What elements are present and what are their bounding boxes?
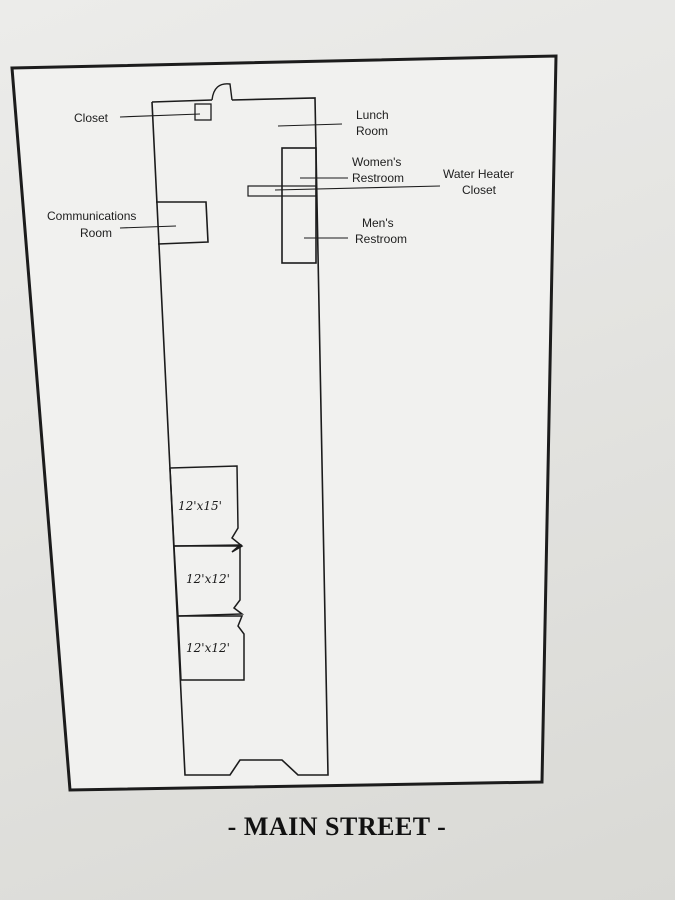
- mens-restroom-label-1: Men's: [362, 216, 394, 230]
- building-outer-wall: [151, 97, 329, 776]
- mens-restroom-label-2: Restroom: [355, 232, 407, 246]
- lunch-room-label-2: Room: [356, 124, 388, 138]
- top-wall: [151, 99, 213, 103]
- closet-leader: [119, 113, 201, 118]
- lunch-room-leader: [277, 123, 343, 127]
- water-heater-leader: [274, 185, 441, 191]
- communications-label-2: Room: [80, 226, 112, 240]
- restroom-block: [281, 147, 317, 264]
- water-heater-closet: [247, 185, 317, 197]
- womens-restroom-label-1: Women's: [352, 155, 401, 169]
- office-2-dimension: 12'x12': [186, 572, 230, 586]
- office-3-dimension: 12'x12': [186, 641, 230, 655]
- office-1-dimension: 12'x15': [178, 499, 222, 513]
- water-heater-label-2: Closet: [462, 183, 497, 197]
- womens-restroom-label-2: Restroom: [352, 171, 404, 185]
- communications-label-1: Communications: [47, 209, 136, 223]
- closet-label: Closet: [74, 111, 109, 125]
- street-label: - MAIN STREET -: [228, 812, 447, 841]
- paper-sheet: [10, 54, 558, 792]
- water-heater-label-1: Water Heater: [443, 167, 514, 181]
- communications-room: [156, 201, 209, 245]
- closet-room: [194, 103, 212, 121]
- door-arc: [211, 83, 233, 101]
- communications-leader: [119, 225, 177, 229]
- office-room-3: [177, 615, 245, 681]
- lunch-room-label-1: Lunch: [356, 108, 389, 122]
